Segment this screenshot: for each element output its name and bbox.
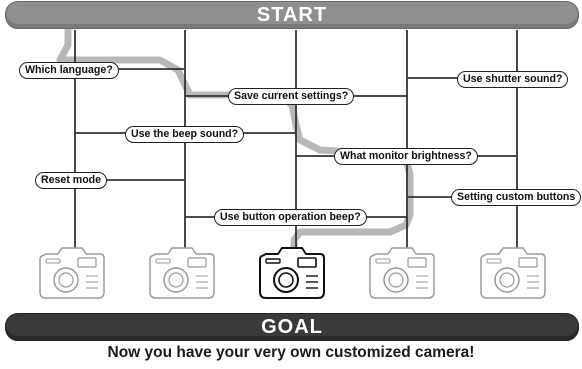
question-bubble-which-language: Which language? — [19, 62, 119, 79]
question-bubble-button-beep: Use button operation beep? — [214, 209, 367, 226]
question-bubble-monitor-brightness: What monitor brightness? — [334, 148, 478, 165]
caption-text: Now you have your very own customized ca… — [107, 344, 475, 361]
question-bubble-shutter-sound: Use shutter sound? — [457, 71, 569, 88]
goal-banner: GOAL — [5, 313, 579, 341]
highlighted-path — [56, 16, 414, 262]
camera-icon — [259, 247, 325, 299]
start-banner: START — [5, 1, 579, 29]
question-bubble-beep-sound: Use the beep sound? — [125, 126, 245, 143]
cameras — [39, 247, 546, 299]
camera-icon — [480, 247, 546, 299]
camera-icon — [369, 247, 435, 299]
camera-icon — [149, 247, 215, 299]
question-bubble-reset-mode: Reset mode — [35, 172, 108, 189]
question-bubble-save-settings: Save current settings? — [228, 88, 355, 105]
camera-icon — [39, 247, 105, 299]
question-bubble-custom-buttons: Setting custom buttons — [451, 189, 582, 206]
